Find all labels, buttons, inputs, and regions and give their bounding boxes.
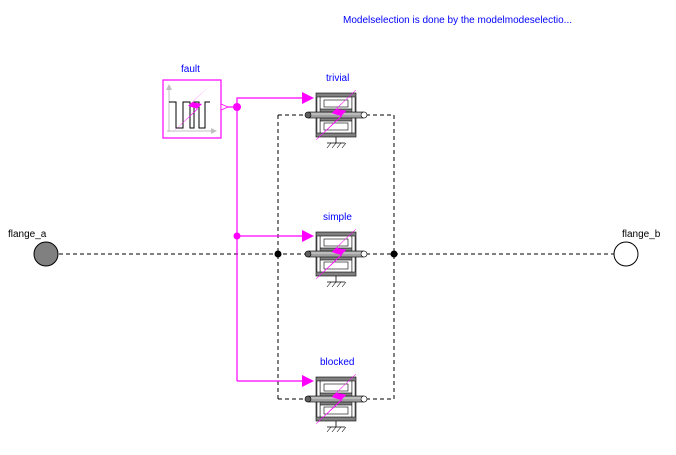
blocked-bearing-icon[interactable] — [304, 373, 368, 433]
fault-label: fault — [181, 64, 200, 75]
flange-b-label: flange_b — [622, 229, 661, 240]
signal-junction-mid — [233, 232, 241, 240]
flange-a-label: flange_a — [8, 229, 47, 240]
trivial-bearing-icon[interactable] — [304, 89, 368, 149]
filled-flange-icon[interactable] — [33, 241, 59, 267]
signal-arrow-trivial — [302, 92, 314, 104]
fault-signal-icon[interactable] — [162, 79, 230, 139]
junction-dot-right — [390, 250, 398, 258]
blocked-label: blocked — [320, 357, 355, 368]
simple-bearing-icon[interactable] — [304, 228, 368, 288]
signal-arrow-blocked — [302, 375, 314, 387]
trivial-label: trivial — [326, 73, 350, 84]
model-selection-annotation: Modelselection is done by the modelmodes… — [343, 15, 573, 26]
hollow-flange-icon[interactable] — [613, 241, 639, 267]
signal-arrow-simple — [302, 230, 314, 242]
simple-label: simple — [323, 212, 352, 223]
signal-connection — [222, 97, 302, 382]
signal-junction-top — [233, 103, 241, 111]
junction-dot-left — [274, 250, 282, 258]
